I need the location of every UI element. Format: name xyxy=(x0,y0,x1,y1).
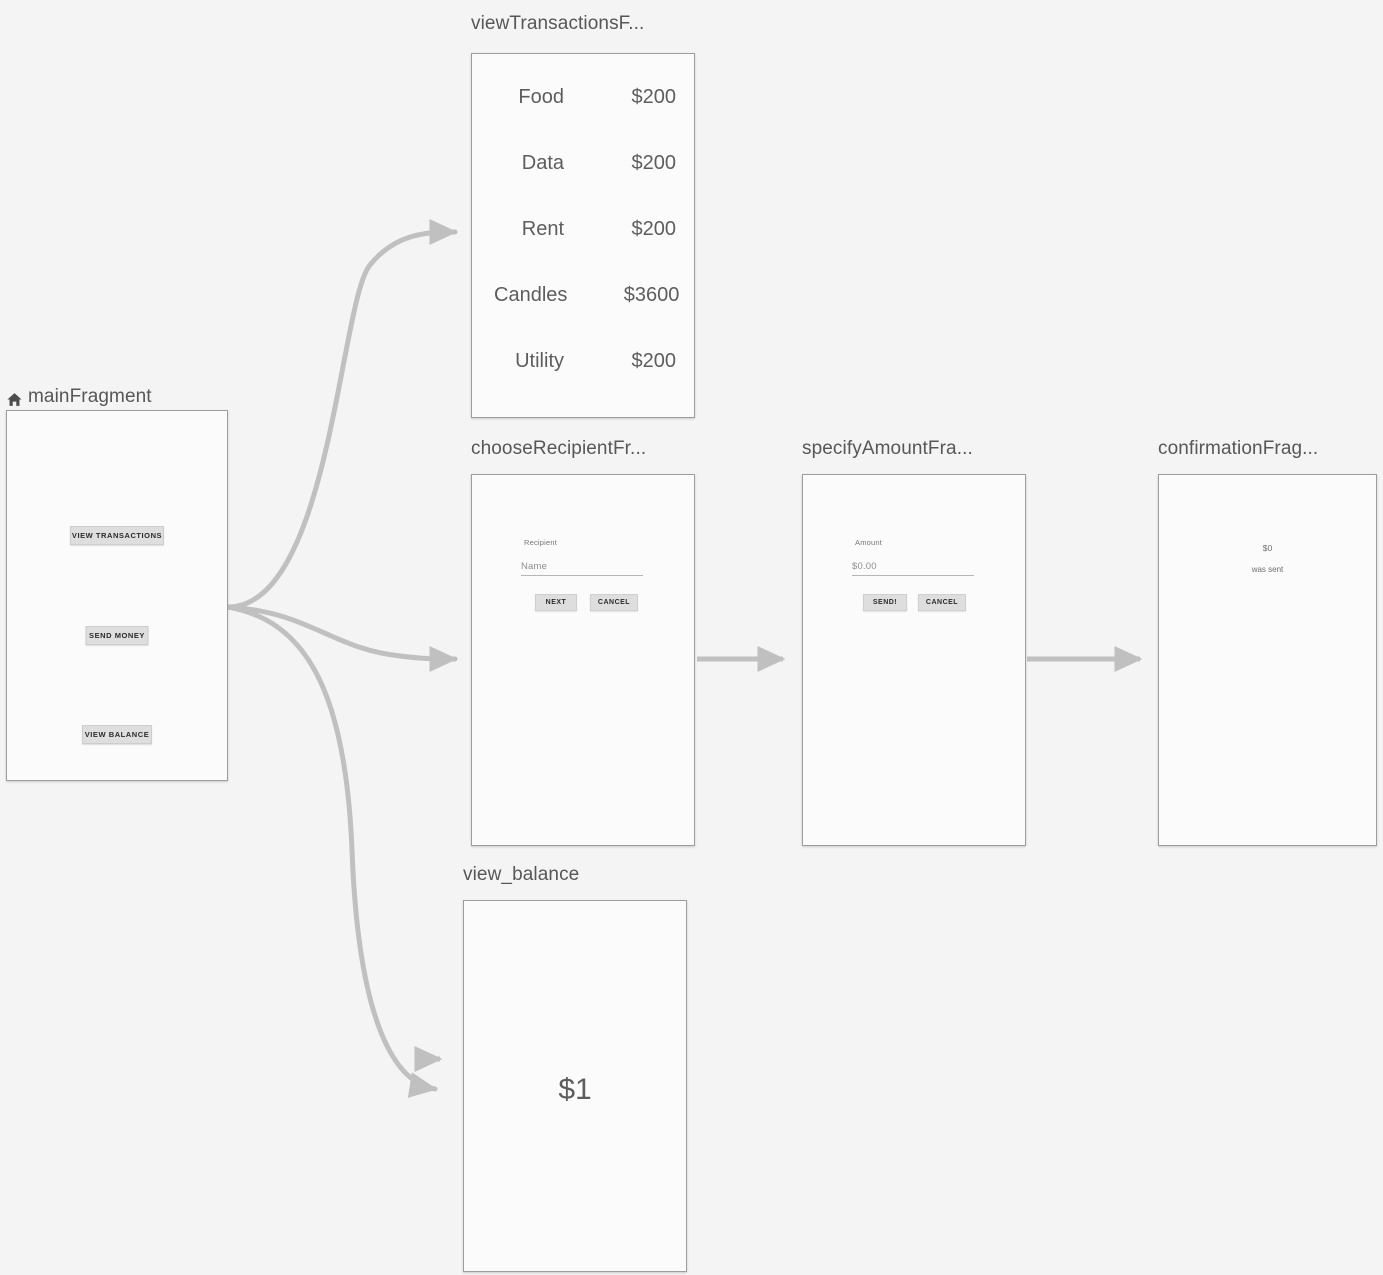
edge-main-to-view-balance xyxy=(225,604,438,1098)
button-view-transactions[interactable]: VIEW TRANSACTIONS xyxy=(70,526,164,545)
transaction-amount: $200 xyxy=(631,349,677,372)
amount-input[interactable]: $0.00 xyxy=(852,561,974,576)
node-confirmation-fragment[interactable]: confirmationFrag... $0 was sent xyxy=(1158,436,1377,846)
node-frame-choose-recipient[interactable]: Recipient Name NEXT CANCEL xyxy=(471,474,695,846)
node-frame-main-fragment[interactable]: VIEW TRANSACTIONS SEND MONEY VIEW BALANC… xyxy=(6,410,228,781)
transaction-amount: $3600 xyxy=(623,283,680,306)
edge-main-to-choose-recipient xyxy=(225,604,458,672)
button-view-balance[interactable]: VIEW BALANCE xyxy=(82,725,152,744)
transaction-row: Data $200 xyxy=(494,151,676,175)
node-view-transactions-fragment[interactable]: viewTransactionsF... Food $200 Data $200… xyxy=(471,11,695,418)
next-button[interactable]: NEXT xyxy=(535,594,577,611)
node-title-view-transactions: viewTransactionsF... xyxy=(471,13,645,34)
transaction-name: Candles xyxy=(494,283,568,306)
main-fragment-label: mainFragment xyxy=(28,386,152,407)
transaction-amount: $200 xyxy=(631,85,677,108)
transaction-row: Rent $200 xyxy=(494,217,676,241)
amount-field-label: Amount xyxy=(855,538,883,547)
transaction-name: Food xyxy=(518,85,564,108)
transaction-row: Food $200 xyxy=(494,85,676,109)
transaction-amount: $200 xyxy=(631,151,677,174)
node-frame-view-balance[interactable]: $1 xyxy=(463,900,687,1272)
transaction-row: Utility $200 xyxy=(494,349,676,373)
cancel-button[interactable]: CANCEL xyxy=(918,594,966,611)
button-send-money[interactable]: SEND MONEY xyxy=(85,626,149,645)
node-choose-recipient-fragment[interactable]: chooseRecipientFr... Recipient Name NEXT… xyxy=(471,436,695,846)
transaction-name: Data xyxy=(521,151,564,174)
send-button[interactable]: SEND! xyxy=(863,594,907,611)
recipient-name-input[interactable]: Name xyxy=(521,561,643,576)
home-icon xyxy=(6,390,23,407)
transaction-amount: $200 xyxy=(631,217,677,240)
node-view-balance[interactable]: view_balance $1 xyxy=(463,862,687,1272)
cancel-button[interactable]: CANCEL xyxy=(590,594,638,611)
confirmation-message: was sent xyxy=(1251,565,1284,574)
recipient-field-label: Recipient xyxy=(524,538,558,547)
node-frame-confirmation[interactable]: $0 was sent xyxy=(1158,474,1377,846)
transaction-name: Rent xyxy=(521,217,564,240)
transaction-row: Candles $3600 xyxy=(494,283,680,307)
confirmation-amount: $0 xyxy=(1262,543,1273,553)
node-title-view-balance: view_balance xyxy=(463,864,580,885)
balance-amount: $1 xyxy=(558,1073,592,1106)
node-frame-specify-amount[interactable]: Amount $0.00 SEND! CANCEL xyxy=(802,474,1026,846)
node-title-main-fragment: mainFragment xyxy=(6,384,228,410)
node-title-confirmation: confirmationFrag... xyxy=(1158,438,1319,459)
node-title-choose-recipient: chooseRecipientFr... xyxy=(471,438,647,459)
node-specify-amount-fragment[interactable]: specifyAmountFra... Amount $0.00 SEND! C… xyxy=(802,436,1026,846)
node-frame-view-transactions[interactable]: Food $200 Data $200 Rent $200 Candles $3… xyxy=(471,53,695,418)
edge-main-to-view-transactions xyxy=(225,219,458,610)
transaction-name: Utility xyxy=(515,349,564,372)
node-title-specify-amount: specifyAmountFra... xyxy=(802,438,973,459)
node-main-fragment[interactable]: mainFragment VIEW TRANSACTIONS SEND MONE… xyxy=(6,384,228,781)
